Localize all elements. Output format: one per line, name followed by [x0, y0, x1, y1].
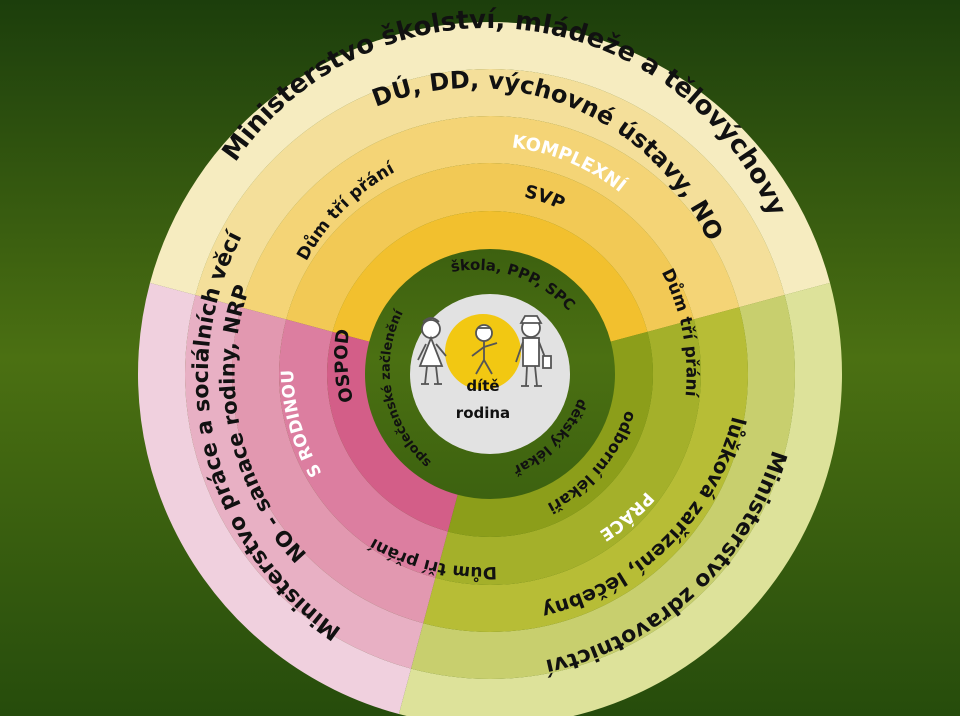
social-ring-5: [327, 331, 458, 532]
center-family-label: rodina: [456, 404, 510, 422]
school-ring-1: [149, 21, 831, 296]
center-child-label: dítě: [466, 377, 499, 395]
school-ring-3: [240, 115, 740, 320]
social-ring-2: [184, 295, 424, 669]
social-ring-3: [231, 307, 436, 624]
social-ring-4: [278, 319, 448, 578]
health-ring-4: [435, 319, 701, 585]
health-ring-1: [398, 282, 843, 720]
health-ring-5: [447, 331, 653, 537]
health-ring-3: [423, 307, 749, 632]
school-ring-5: [332, 211, 648, 342]
father-figure-icon: [515, 315, 552, 387]
diagram-rings: [137, 21, 843, 720]
school-ring-4: [286, 162, 694, 332]
school-ring-2: [195, 69, 785, 308]
social-ring-1: [137, 282, 412, 715]
health-ring-2: [411, 295, 795, 679]
child-circle: [445, 314, 521, 390]
mother-figure-icon: [417, 317, 447, 385]
child-figure-icon: [471, 324, 498, 375]
